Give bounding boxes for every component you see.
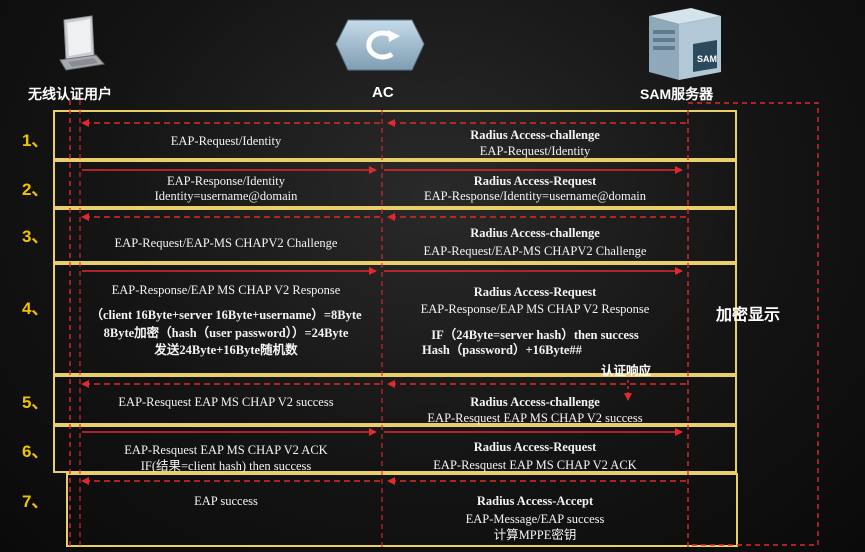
step4-left-bold3: 发送24Byte+16Byte随机数 [154,343,298,357]
step4-left-bold1: （client 16Byte+server 16Byte+username）=8… [90,308,362,322]
step3-right-title: Radius Access-challenge [470,226,600,240]
step4-right-title: Radius Access-Request [473,285,597,299]
step4-left-bold2: 8Byte加密（hash（user password））=24Byte [103,326,349,340]
step3-right-line1: EAP-Request/EAP-MS CHAPV2 Challenge [423,244,647,258]
step-number-5: 5、 [22,393,49,412]
step2-left-line2: Identity=username@domain [154,189,298,203]
step7-right-title: Radius Access-Accept [476,494,594,508]
step1-left-line1: EAP-Request/Identity [170,134,282,148]
step-number-4: 4、 [22,299,49,318]
step6-right-title: Radius Access-Request [473,440,597,454]
step5-right-line1: EAP-Resquest EAP MS CHAP V2 success [427,411,643,425]
step7-right-line1: EAP-Message/EAP success [465,512,605,526]
step-frame-1 [53,110,737,160]
laptop-icon [59,15,105,71]
step-number-7: 7、 [22,492,49,511]
ac-header: AC [372,84,394,101]
step1-right-line1: EAP-Request/Identity [479,144,591,158]
step2-left-line1: EAP-Response/Identity [166,174,286,188]
sam-server-icon: SAM [649,8,721,80]
step5-right-title: Radius Access-challenge [470,395,600,409]
step4-right-bold1: IF（24Byte=server hash）then success [431,328,639,342]
step-number-6: 6、 [22,442,49,461]
step6-left-line2: IF(结果=client hash) then success [140,459,312,473]
step7-left-line1: EAP success [194,494,258,508]
step-frame-5 [53,375,737,425]
step3-left-line1: EAP-Request/EAP-MS CHAPV2 Challenge [114,236,338,250]
sam-header: SAM服务器 [640,86,714,102]
step-number-1: 1、 [22,131,49,150]
step-number-2: 2、 [22,180,49,199]
step5-left-line1: EAP-Resquest EAP MS CHAP V2 success [118,395,334,409]
step1-right-title: Radius Access-challenge [470,128,600,142]
step-frame-2 [53,160,737,208]
user-header: 无线认证用户 [28,86,112,102]
step4-right-bold2: Hash（password）+16Byte## [422,343,582,357]
step2-right-line1: EAP-Response/Identity=username@domain [424,189,646,203]
ac-controller-icon [335,19,425,71]
encryption-display-label: 加密显示 [716,307,781,324]
step7-right-line2: 计算MPPE密钥 [493,528,577,542]
sam-icon-label: SAM [697,54,717,64]
step-frame-7 [66,473,738,547]
step6-right-line1: EAP-Resquest EAP MS CHAP V2 ACK [433,458,637,472]
auth-response-label: 认证响应 [601,364,652,378]
step4-left-line1: EAP-Response/EAP MS CHAP V2 Response [111,283,341,297]
step-number-3: 3、 [22,227,49,246]
step-frame-6 [53,425,737,473]
step-frame-3 [53,208,737,263]
step-frame-4 [53,263,737,375]
step6-left-line1: EAP-Resquest EAP MS CHAP V2 ACK [124,443,328,457]
step2-right-title: Radius Access-Request [473,174,597,188]
step4-right-line1: EAP-Response/EAP MS CHAP V2 Response [420,302,650,316]
